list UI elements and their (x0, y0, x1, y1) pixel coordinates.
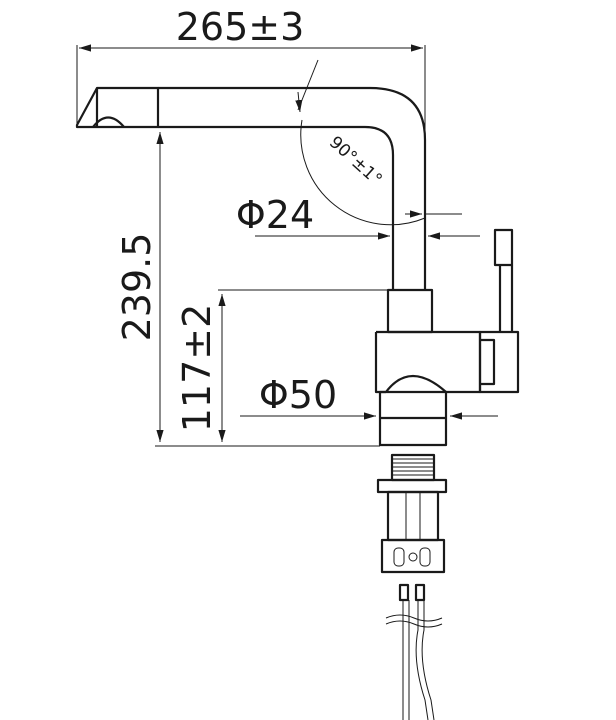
mounting-shank (376, 453, 448, 574)
spout-diameter-label: Φ24 (236, 193, 314, 237)
dimension-overall-length: 265±3 (76, 5, 426, 235)
angle-label: 90°±1° (325, 133, 386, 190)
handle (478, 228, 520, 394)
supply-hoses (385, 583, 443, 720)
dimension-spout-diameter: Φ24 (236, 193, 480, 240)
body-height-label: 117±2 (175, 304, 219, 433)
base-diameter-label: Φ50 (259, 373, 337, 417)
dimension-overall-height: 239.5 (115, 132, 380, 447)
dimension-base-diameter: Φ50 (240, 373, 498, 420)
faucet-body (374, 288, 482, 447)
dimension-angle: 90°±1° (295, 59, 462, 226)
overall-length-label: 265±3 (176, 5, 305, 49)
spout (75, 86, 427, 290)
dimension-body-height: 117±2 (175, 289, 388, 442)
overall-height-label: 239.5 (115, 233, 159, 342)
